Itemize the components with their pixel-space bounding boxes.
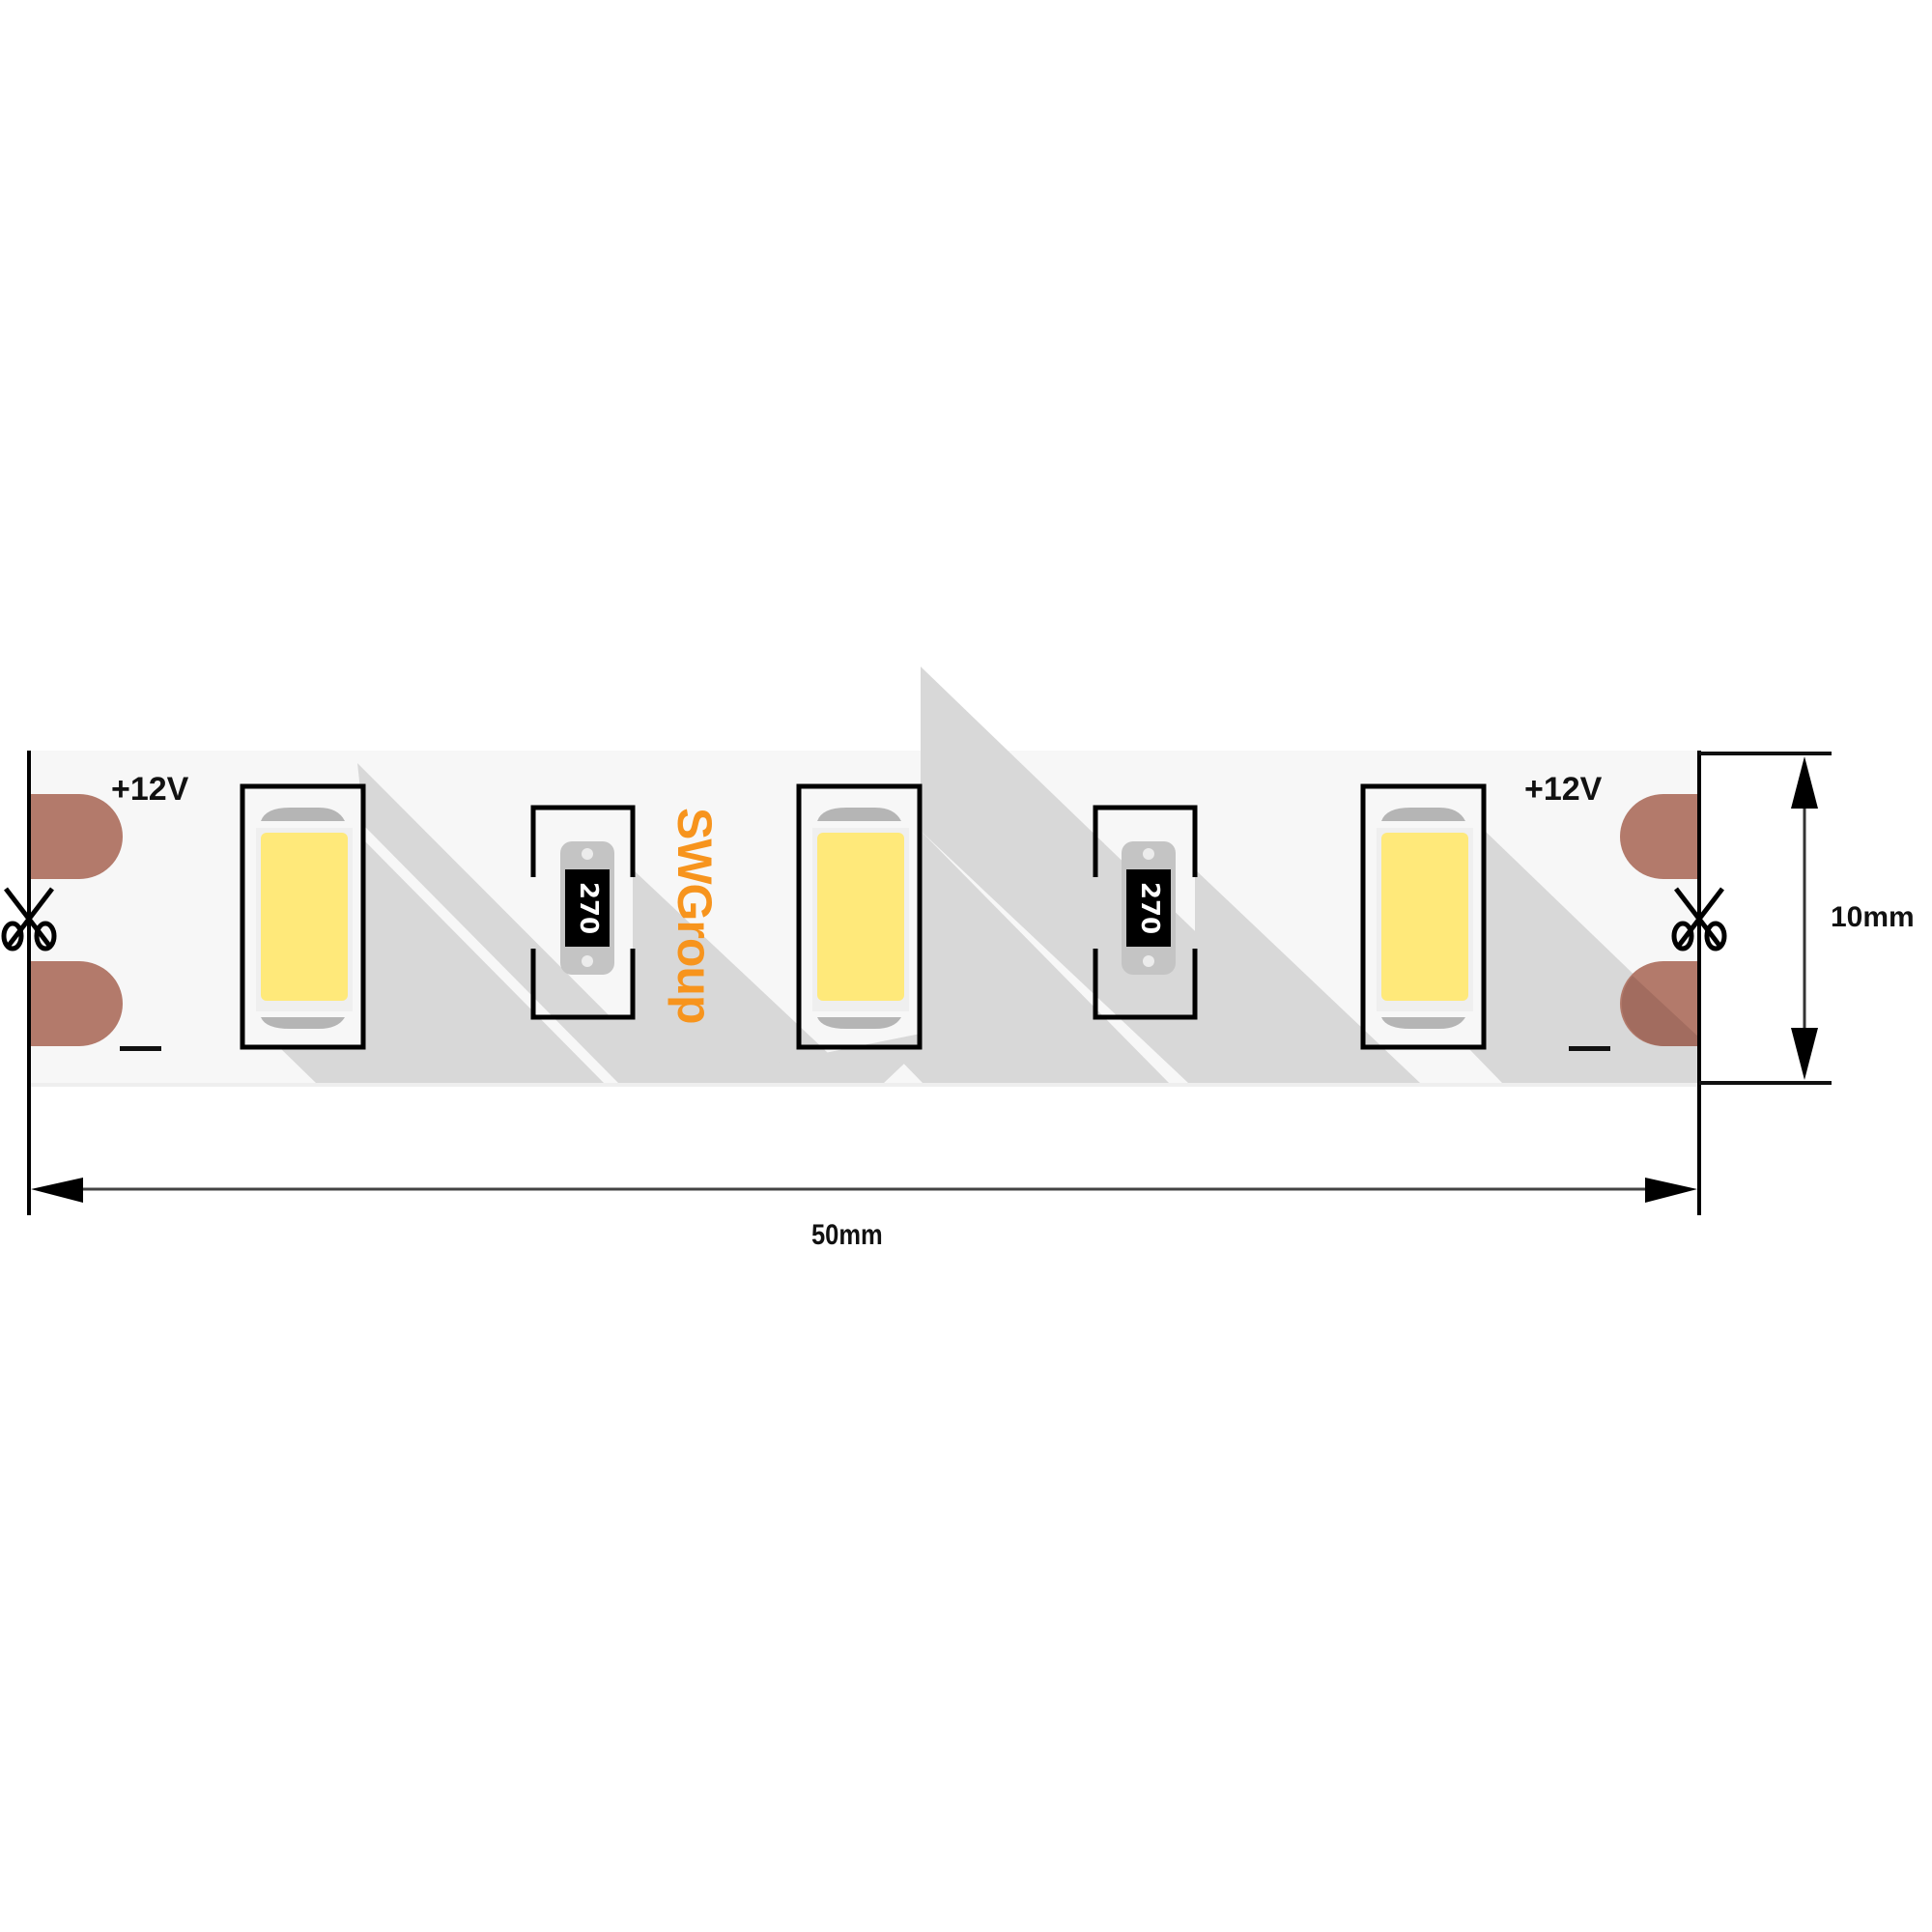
arrow-down-icon — [1791, 1028, 1818, 1080]
resistor-1-marking: 270 — [566, 874, 611, 942]
minus-mark-right — [1569, 1046, 1610, 1051]
resistor-1-label-bg — [565, 869, 610, 947]
led-1 — [240, 783, 366, 1050]
arrow-right-icon — [1645, 1178, 1697, 1203]
scissors-icon-right — [1671, 887, 1727, 952]
resistor-1-text: 270 — [574, 881, 603, 935]
pad-shadow — [1621, 976, 1700, 1046]
length-dimension — [31, 1178, 1697, 1203]
resistor-2-label-bg — [1126, 869, 1171, 947]
minus-mark-left — [120, 1046, 161, 1051]
positive-label-right: +12V — [1524, 771, 1603, 808]
led-2 — [796, 783, 923, 1050]
positive-label-left: +12V — [111, 771, 189, 808]
strip-bottom-edge — [29, 1083, 1700, 1087]
arrow-up-icon — [1791, 756, 1818, 809]
resistor-2-text: 270 — [1135, 881, 1164, 935]
scissors-icon-left — [1, 887, 57, 952]
solder-pads-left — [29, 794, 123, 1046]
resistor-1-outline — [530, 805, 636, 1020]
resistor-2-marking: 270 — [1127, 874, 1172, 942]
led-3 — [1360, 783, 1487, 1050]
brand-logo: SWGroup — [668, 808, 722, 1024]
arrow-left-icon — [31, 1178, 83, 1203]
length-label: 50mm — [811, 1219, 883, 1251]
width-dimension — [1699, 752, 1832, 1085]
resistor-2-outline — [1093, 805, 1198, 1020]
width-label: 10mm — [1831, 901, 1915, 933]
